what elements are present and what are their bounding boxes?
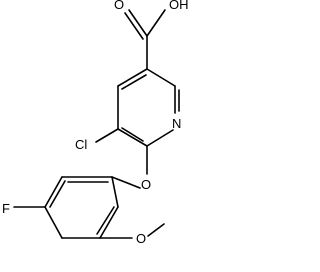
- phenyl-ring: [44, 176, 119, 239]
- fluoro-substituent: F: [2, 201, 46, 216]
- chemical-structure: O OH N Cl O F: [2, 0, 189, 246]
- bond-py-4-inner: [121, 127, 144, 142]
- bond-ph-5-inner: [49, 180, 66, 208]
- atom-hydroxyl: OH: [169, 0, 189, 12]
- bond-py-6: [117, 68, 148, 87]
- bond-ph-4: [44, 206, 63, 239]
- bond-o-methyl: [147, 223, 165, 237]
- atom-chlorine: Cl: [75, 137, 87, 152]
- bond-py-3: [146, 129, 174, 147]
- ether-linkage: O: [111, 145, 151, 192]
- atom-o-methoxy: O: [136, 231, 146, 246]
- bond-py-4: [117, 128, 148, 147]
- bond-ph-2: [99, 206, 119, 239]
- bond-ph-5: [44, 176, 63, 208]
- atom-nitrogen: N: [172, 116, 181, 131]
- atom-fluorine: F: [2, 201, 10, 216]
- pyridine-ring: N: [117, 68, 181, 147]
- bond-carbonyl-b: [124, 12, 144, 40]
- carboxylic-acid-group: O OH: [114, 0, 189, 70]
- chloro-substituent: Cl: [75, 128, 119, 152]
- bond-c-oh: [146, 9, 166, 37]
- bond-ph-2-inner: [96, 206, 115, 235]
- methoxy-substituent: O: [99, 223, 165, 246]
- bond-py-6-inner: [121, 74, 147, 90]
- bond-c-cl: [95, 128, 119, 143]
- atom-o-ether: O: [141, 177, 151, 192]
- bond-ph-1: [111, 176, 119, 208]
- bond-o-phenyl: [111, 176, 141, 189]
- bond-py-1: [146, 68, 176, 87]
- bond-carbonyl-a: [128, 9, 148, 37]
- atom-o-carbonyl: O: [114, 0, 124, 12]
